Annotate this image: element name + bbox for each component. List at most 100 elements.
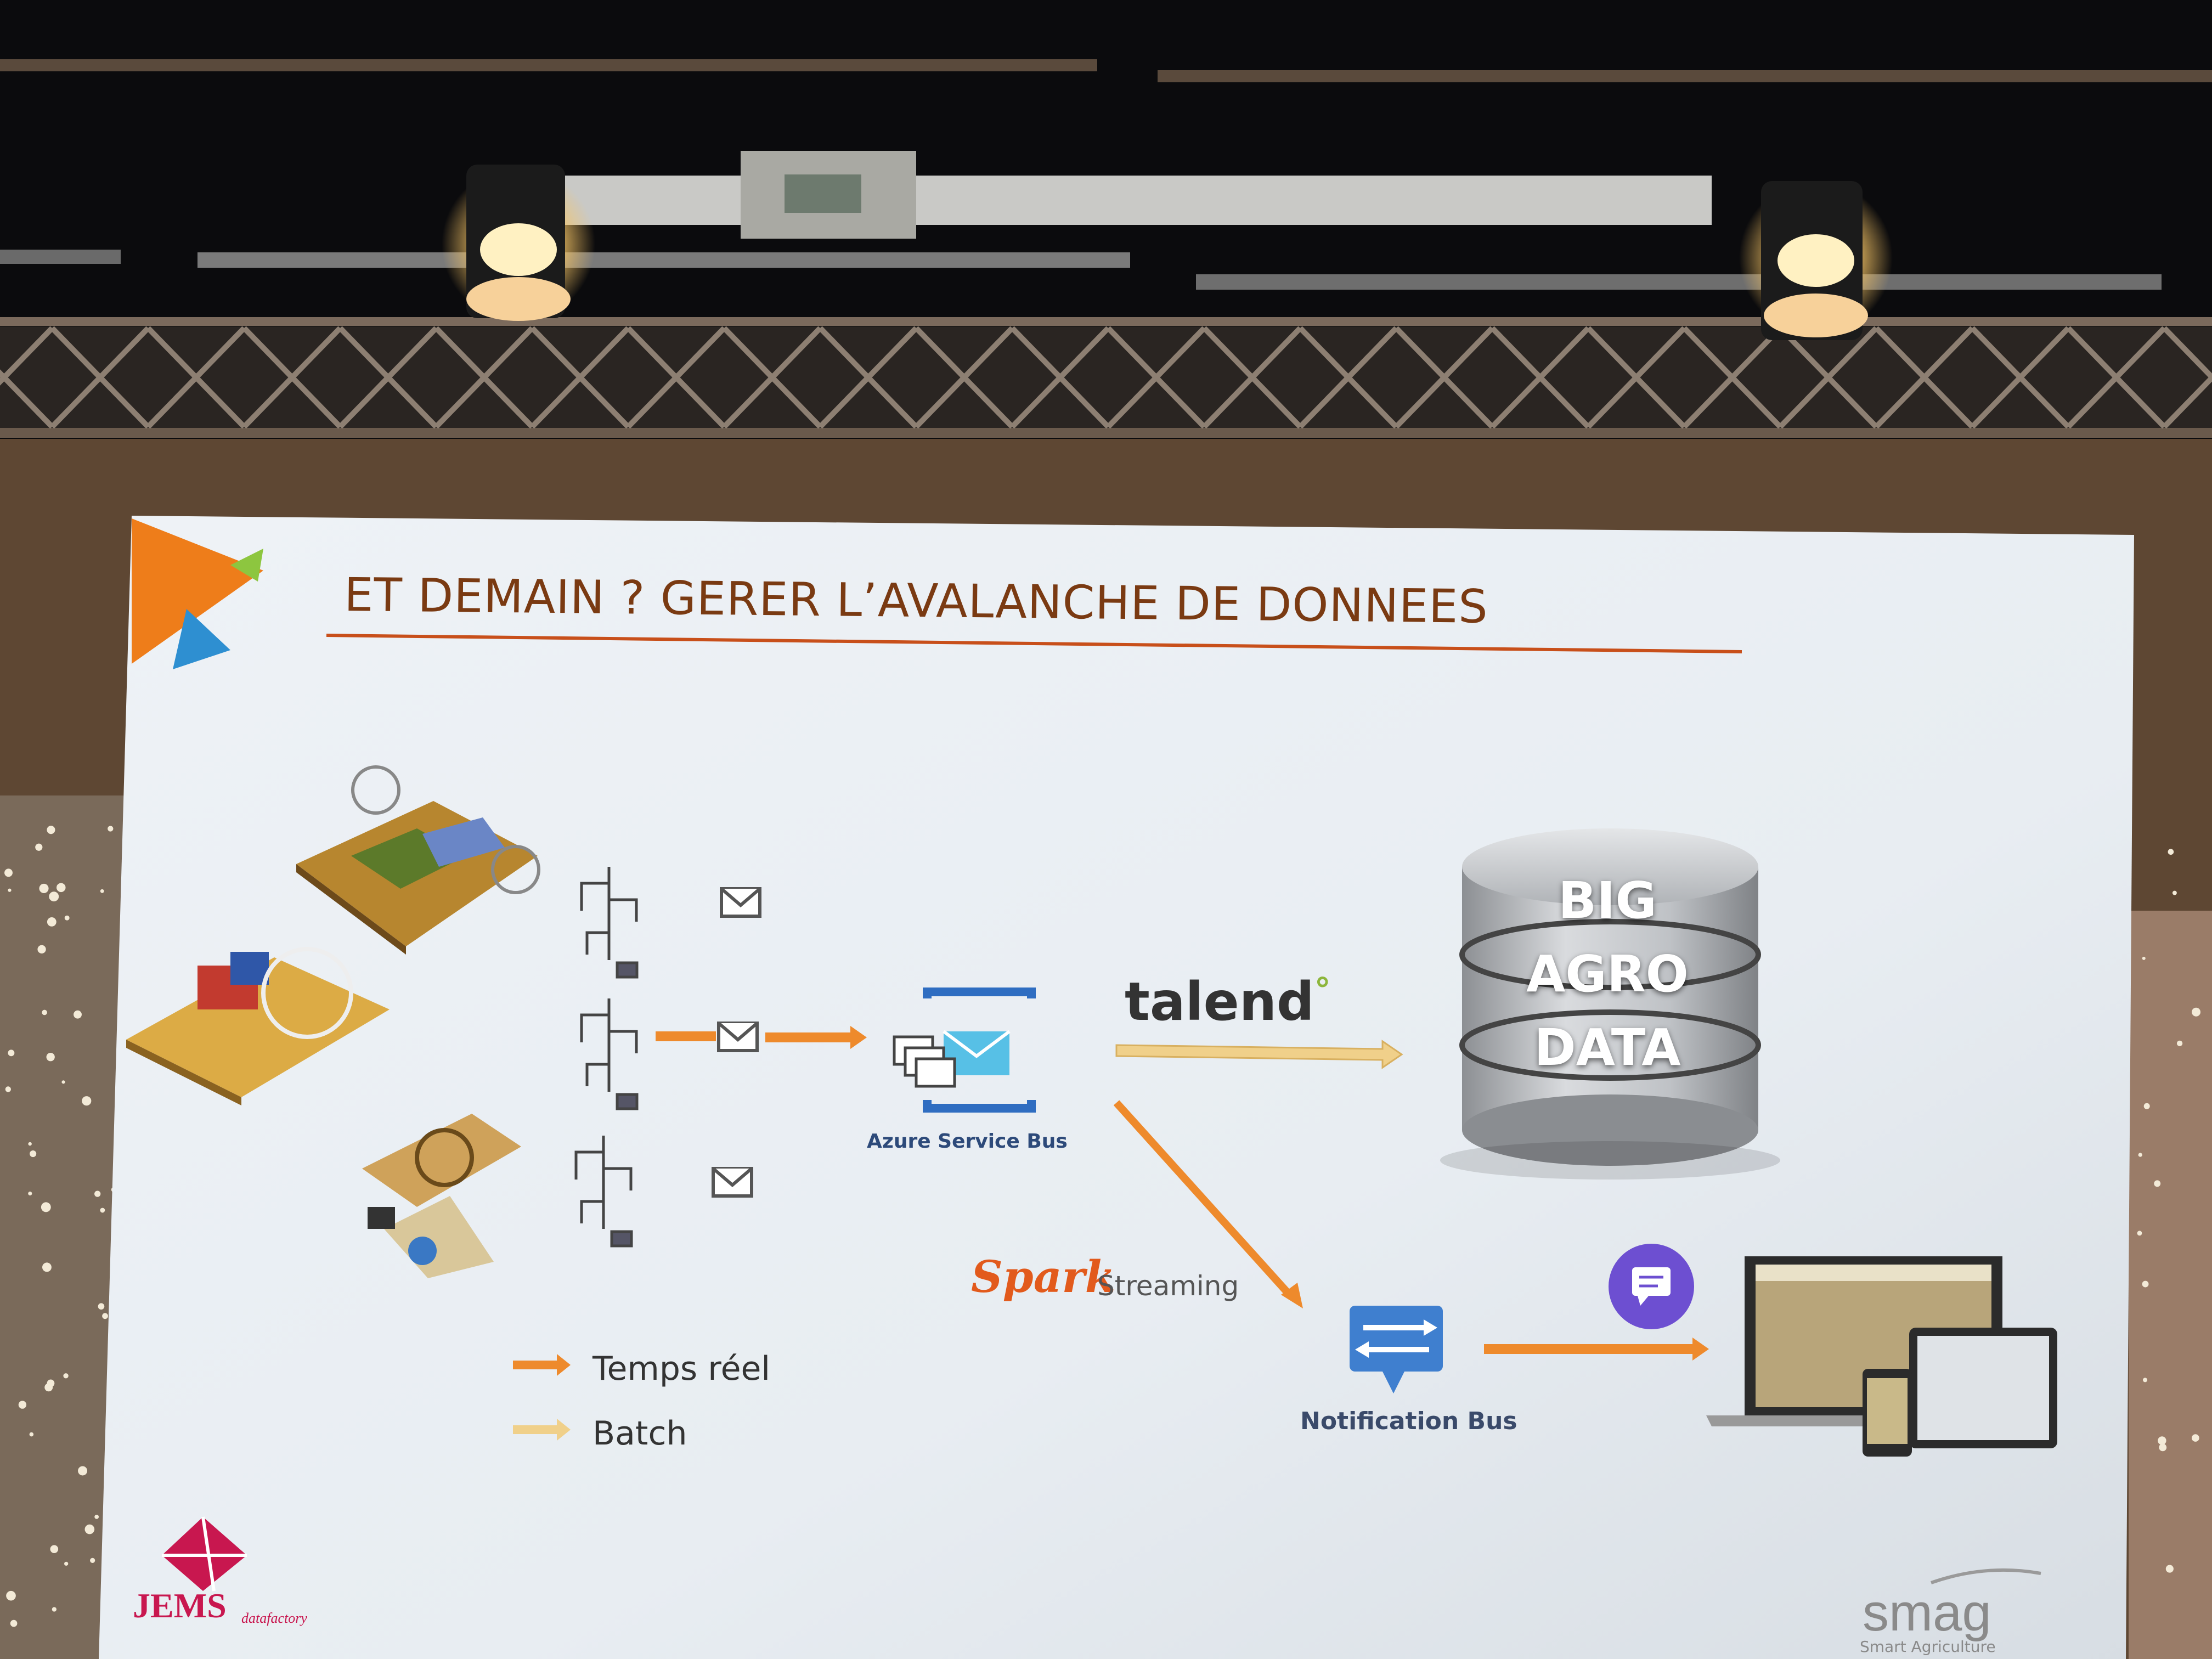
truss-diagonal [1010,326,1110,429]
light-bar [565,176,1712,225]
decor-star [30,1150,37,1158]
truss-diagonal [242,326,342,429]
lamp-right-light [1764,294,1868,337]
smag-logo-swoosh [1931,1568,2041,1584]
decor-star [52,1607,57,1612]
truss-diagonal [1970,326,2070,429]
truss-top [0,317,2212,326]
database-label-line: DATA [1534,1018,1681,1077]
truss-diagonal [146,326,246,429]
decor-star [10,1620,18,1627]
decor-star [50,1545,59,1553]
decor-star [5,1086,11,1092]
decor-star [63,1373,69,1379]
jems-logo-subtext: datafactory [241,1610,307,1626]
legend-batch-arrow [513,1419,571,1441]
decor-star [2168,849,2174,855]
truss-diagonal [1106,326,1206,429]
decor-star [47,826,55,834]
truss-diagonal [2066,326,2166,429]
talend-text: talend [1125,971,1314,1032]
sensor-box-icon [616,1093,639,1110]
smag-logo-text: smag [1863,1583,1991,1642]
lamp-left-light [466,277,571,321]
decor-star [108,826,114,832]
jems-logo-mark [162,1516,247,1592]
database-label-line: BIG [1558,871,1657,930]
decor-star [61,1080,65,1084]
decor-star [37,945,46,954]
decor-star [42,1262,52,1272]
decor-star [100,1207,105,1213]
spark-streaming-label: Streaming [1097,1270,1239,1302]
jems-logo-text: JEMS [133,1586,227,1625]
notification-bus-icon [1350,1306,1443,1393]
truss-diagonal [434,326,534,429]
envelope-icon [712,887,761,1198]
truss-diagonal [0,326,54,386]
batch-arrow [1115,1040,1403,1069]
ceiling-beam [1158,70,2212,82]
corner-logo-blue [173,609,230,669]
light-box-screen [785,174,861,213]
sensor-icon [580,998,638,1092]
decor-star [102,1313,108,1319]
decor-star [2176,1040,2183,1047]
decor-star [2159,1443,2167,1452]
realtime-arrow [1113,1100,1303,1308]
sensors [574,867,639,1248]
truss-diagonal [818,326,918,429]
talend-logo: talend° [1125,971,1331,1032]
truss-diagonal [50,326,150,429]
ceiling-rail [1196,274,2162,290]
decor-star [2165,1565,2174,1573]
truss-back [0,326,2212,428]
decor-star [64,915,70,921]
decor-star [35,843,43,851]
corner-logo-orange [132,518,263,664]
sensor-box-icon [616,961,639,979]
farm-illustration [126,765,540,1278]
notification-bus-label: Notification Bus [1300,1407,1517,1435]
title-underline [326,634,1742,653]
decor-star [29,1432,34,1437]
database-cylinder [1440,828,1780,1180]
decor-star [2142,1280,2149,1288]
decor-star [46,1052,55,1062]
legend-realtime-label: Temps réel [592,1350,771,1388]
decor-star [8,1049,15,1057]
lamp-right-light [1778,234,1854,287]
sensor-icon [580,867,638,960]
legend-batch-label: Batch [592,1414,687,1453]
truss-diagonal [530,326,630,429]
spark-logo-text: Spark [971,1251,1116,1302]
ceiling-beam [0,59,1097,71]
corner-logo-green [230,549,263,582]
decor-star [8,888,12,892]
database-label: BIG AGRO DATA [1459,864,1756,1085]
truss-bottom [0,428,2212,438]
truss-diagonal [1298,326,1398,429]
database-label-line: AGRO [1526,945,1689,1003]
decor-star [64,1561,69,1566]
truss-diagonal [1682,326,1782,429]
decor-star [2172,890,2177,895]
decor-star [2138,1153,2142,1157]
lamp-left-light [480,223,557,276]
decor-star [28,1142,32,1146]
decor-star [28,1192,32,1196]
decor-star [4,868,13,877]
decor-star [41,1202,51,1212]
smag-logo-subtext: Smart Agriculture [1860,1638,1996,1656]
truss-diagonal [1202,326,1302,429]
truss-diagonal [914,326,1014,429]
decor-star [94,1514,99,1519]
decor-star [57,883,66,893]
truss-diagonal [1778,326,1878,429]
decor-star [6,1590,16,1601]
realtime-arrow [1484,1338,1709,1361]
azure-service-bus-icon [893,988,1036,1113]
decor-star [2137,1231,2142,1236]
decor-star [84,1524,95,1534]
